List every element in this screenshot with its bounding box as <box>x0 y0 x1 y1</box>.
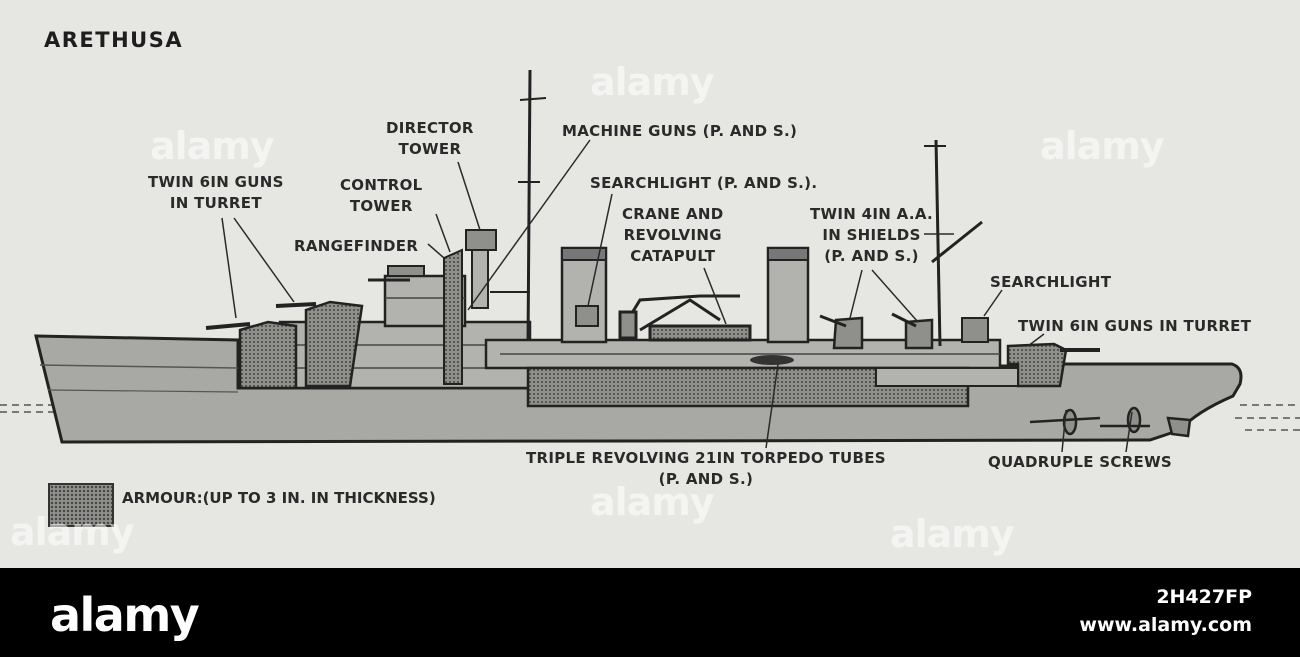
watermark: alamy <box>1040 124 1165 168</box>
label-twin-6in-aft: TWIN 6IN GUNS IN TURRET <box>1018 317 1252 335</box>
label-twin-4in-aa: TWIN 4IN A.A. IN SHIELDS (P. AND S.) <box>810 205 933 265</box>
rangefinder-shape <box>387 265 425 277</box>
crane-catapult-shape <box>618 294 752 342</box>
label-searchlight-aft: SEARCHLIGHT <box>990 273 1112 291</box>
main-mast <box>934 139 942 347</box>
footer-bar: alamy 2H427FP www.alamy.com <box>0 568 1300 657</box>
hull-strake-lower <box>47 389 239 393</box>
screws-shape <box>1029 406 1192 438</box>
legend-armour-text: ARMOUR:(UP TO 3 IN. IN THICKNESS) <box>122 489 436 507</box>
footer-logo: alamy <box>50 588 200 642</box>
label-rangefinder: RANGEFINDER <box>294 237 419 255</box>
hull-strake <box>39 364 239 369</box>
forward-turret-b <box>304 300 364 388</box>
aa-guns-shape <box>819 312 934 350</box>
label-torpedo-tubes: TRIPLE REVOLVING 21IN TORPEDO TUBES (P. … <box>526 449 886 488</box>
leader-lines <box>221 139 1133 453</box>
aft-funnel <box>766 246 810 344</box>
control-tower-shape <box>443 248 463 385</box>
watermark: alamy <box>590 60 715 104</box>
label-searchlight-forward: SEARCHLIGHT (P. AND S.). <box>590 174 818 192</box>
label-director-tower: DIRECTOR TOWER <box>386 119 474 158</box>
torpedo-tubes-shape <box>750 355 794 365</box>
watermark: alamy <box>10 510 135 554</box>
searchlight-aft-shape <box>961 317 989 343</box>
label-crane-catapult: CRANE AND REVOLVING CATAPULT <box>622 205 724 265</box>
watermark: alamy <box>890 512 1015 556</box>
label-control-tower: CONTROL TOWER <box>340 176 423 215</box>
footer-image-id: 2H427FP <box>1156 586 1252 608</box>
forward-funnel <box>560 246 608 344</box>
searchlight-forward-shape <box>575 305 599 327</box>
watermark: alamy <box>590 480 715 524</box>
fore-mast <box>526 69 532 347</box>
forward-turret-a <box>238 320 298 390</box>
ship-diagram: ARETHUSA TWIN 6IN GUNS IN TURRET DIRECTO… <box>0 28 1300 556</box>
label-twin-6in-forward: TWIN 6IN GUNS IN TURRET <box>148 173 284 212</box>
diagram-title: ARETHUSA <box>44 28 184 52</box>
ship-drawing <box>0 69 1300 453</box>
water-line <box>0 404 1300 431</box>
label-machine-guns: MACHINE GUNS (P. AND S.) <box>562 122 798 140</box>
director-tower-shape <box>471 247 489 309</box>
aft-turret <box>1006 342 1068 388</box>
footer-url: www.alamy.com <box>1079 614 1252 636</box>
watermark: alamy <box>150 124 275 168</box>
label-quadruple-screws: QUADRUPLE SCREWS <box>988 453 1173 471</box>
legend-armour-swatch <box>48 483 114 527</box>
